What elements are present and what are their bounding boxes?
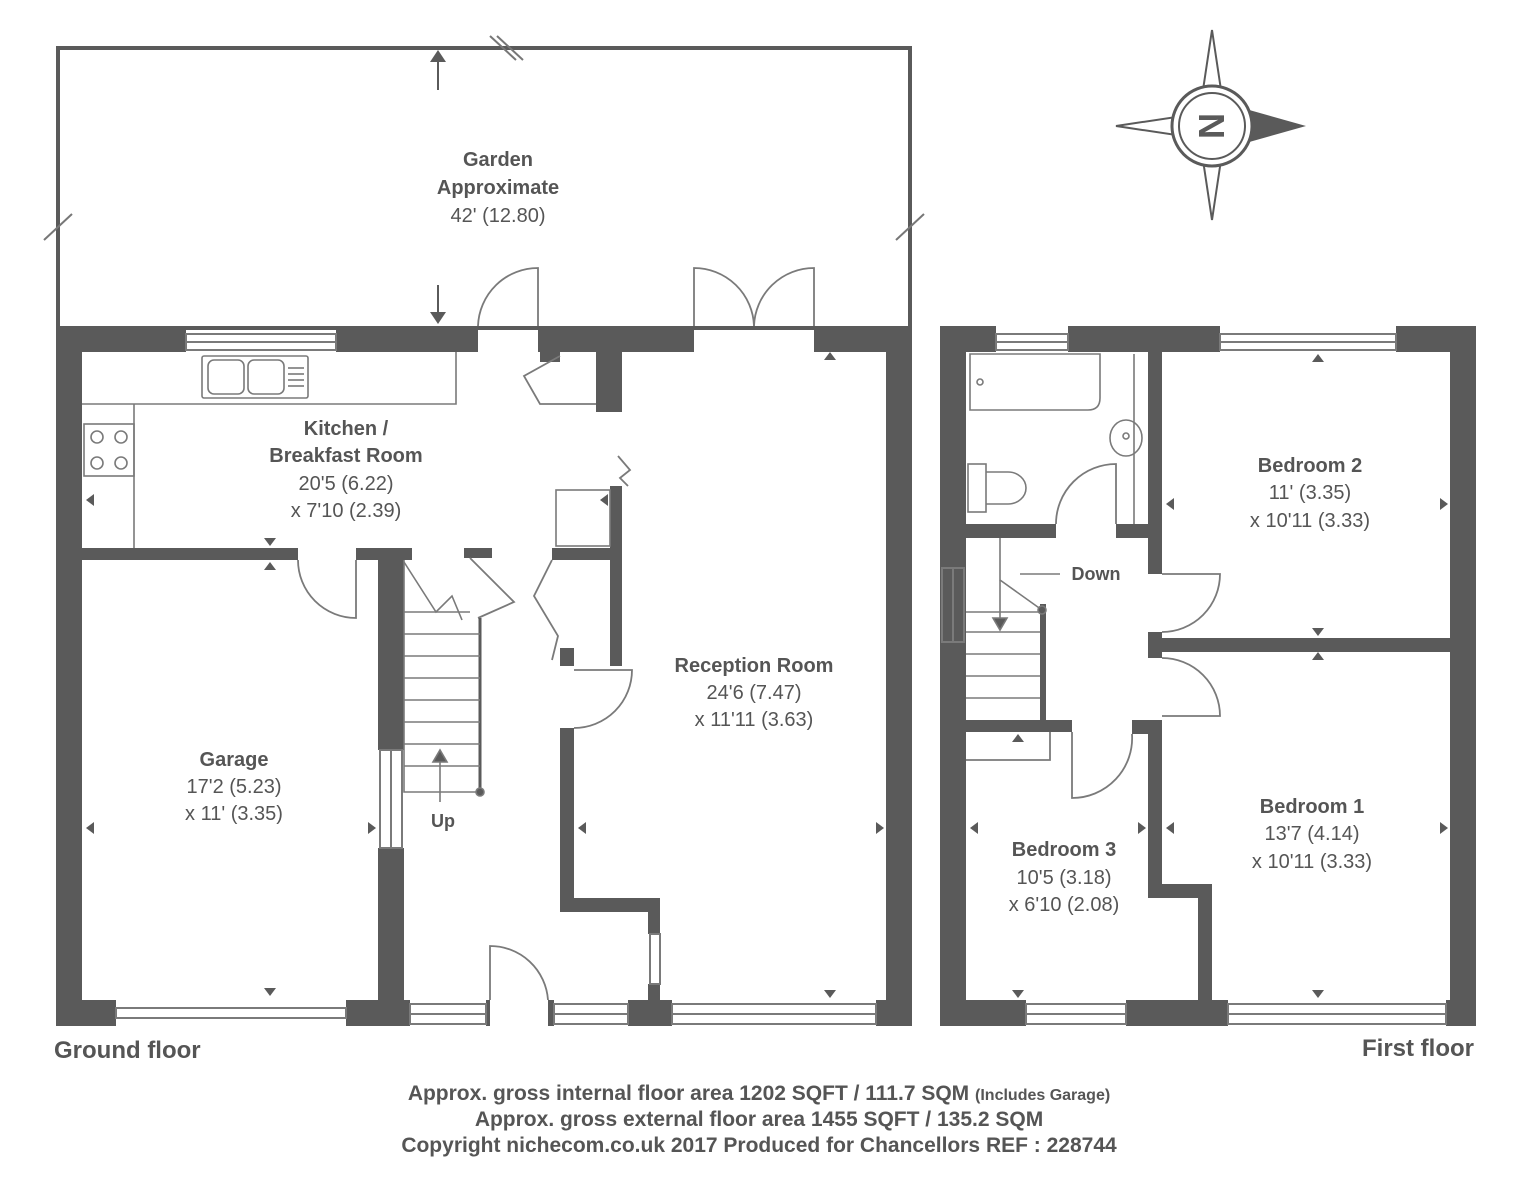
footer-external-area: Approx. gross external floor area 1455 S… [475, 1108, 1043, 1131]
svg-text:20'5 (6.22): 20'5 (6.22) [299, 473, 394, 495]
garden-area [43, 35, 925, 330]
room-label-bedroom-1: Bedroom 1 13'7 (4.14) x 10'11 (3.33) [1252, 796, 1372, 873]
ground-floor-doors [297, 267, 815, 1001]
room-label-kitchen: Kitchen / Breakfast Room 20'5 (6.22) x 7… [269, 418, 422, 522]
hob-icon [90, 430, 128, 470]
svg-text:x 6'10 (2.08): x 6'10 (2.08) [1009, 894, 1120, 916]
svg-text:Bedroom 3: Bedroom 3 [1012, 839, 1116, 861]
svg-text:42' (12.80): 42' (12.80) [451, 205, 546, 227]
kitchen-fittings [82, 352, 611, 548]
ground-floor-label: Ground floor [54, 1037, 201, 1064]
svg-text:13'7 (4.14): 13'7 (4.14) [1265, 823, 1360, 845]
room-label-bedroom-3: Bedroom 3 10'5 (3.18) x 6'10 (2.08) [1009, 839, 1120, 916]
room-label-garden: Garden Approximate 42' (12.80) [437, 149, 559, 227]
ground-floor-windows [115, 333, 877, 1025]
svg-text:x 10'11 (3.33): x 10'11 (3.33) [1250, 510, 1370, 532]
svg-text:Bedroom 2: Bedroom 2 [1258, 455, 1362, 477]
sink-drainer-icon [288, 367, 304, 387]
svg-text:Approximate: Approximate [437, 177, 559, 199]
ground-floor-stairs [403, 560, 485, 802]
svg-text:x 11'11 (3.63): x 11'11 (3.63) [695, 709, 814, 731]
first-floor-dimension-markers [970, 354, 1448, 998]
room-label-garage: Garage 17'2 (5.23) x 11' (3.35) [185, 749, 283, 825]
svg-text:Garage: Garage [200, 749, 269, 771]
bathroom-fittings [967, 353, 1143, 524]
footer-copyright: Copyright nichecom.co.uk 2017 Produced f… [401, 1134, 1117, 1157]
footer-internal-area: Approx. gross internal floor area 1202 S… [408, 1082, 1110, 1105]
svg-text:Kitchen /: Kitchen / [304, 418, 389, 440]
room-label-reception: Reception Room 24'6 (7.47) x 11'11 (3.63… [675, 655, 834, 731]
svg-text:x 10'11 (3.33): x 10'11 (3.33) [1252, 851, 1372, 873]
room-label-bedroom-2: Bedroom 2 11' (3.35) x 10'11 (3.33) [1250, 455, 1370, 532]
first-floor-walls [940, 326, 1476, 1026]
svg-text:x 11' (3.35): x 11' (3.35) [185, 803, 283, 825]
svg-text:17'2 (5.23): 17'2 (5.23) [187, 776, 282, 798]
first-floor-label: First floor [1362, 1035, 1474, 1062]
north-compass-icon: N [1115, 29, 1306, 221]
svg-text:11' (3.35): 11' (3.35) [1269, 482, 1351, 504]
svg-text:x 7'10 (2.39): x 7'10 (2.39) [291, 500, 402, 522]
svg-text:Garden: Garden [463, 149, 533, 171]
stairs-down-label: Down [1072, 564, 1121, 584]
svg-text:Breakfast Room: Breakfast Room [269, 445, 422, 467]
first-floor-windows [941, 333, 1447, 1025]
stairs-up-label: Up [431, 811, 455, 831]
svg-text:Bedroom 1: Bedroom 1 [1260, 796, 1364, 818]
first-floor-stairs [966, 538, 1060, 699]
svg-text:24'6 (7.47): 24'6 (7.47) [707, 682, 802, 704]
first-floor-doors [966, 463, 1221, 799]
ground-floor-dimension-markers [86, 352, 884, 998]
svg-text:10'5 (3.18): 10'5 (3.18) [1017, 867, 1112, 889]
svg-text:Reception Room: Reception Room [675, 655, 834, 677]
ground-floor-walls [56, 326, 912, 1026]
compass-letter: N [1191, 113, 1232, 139]
